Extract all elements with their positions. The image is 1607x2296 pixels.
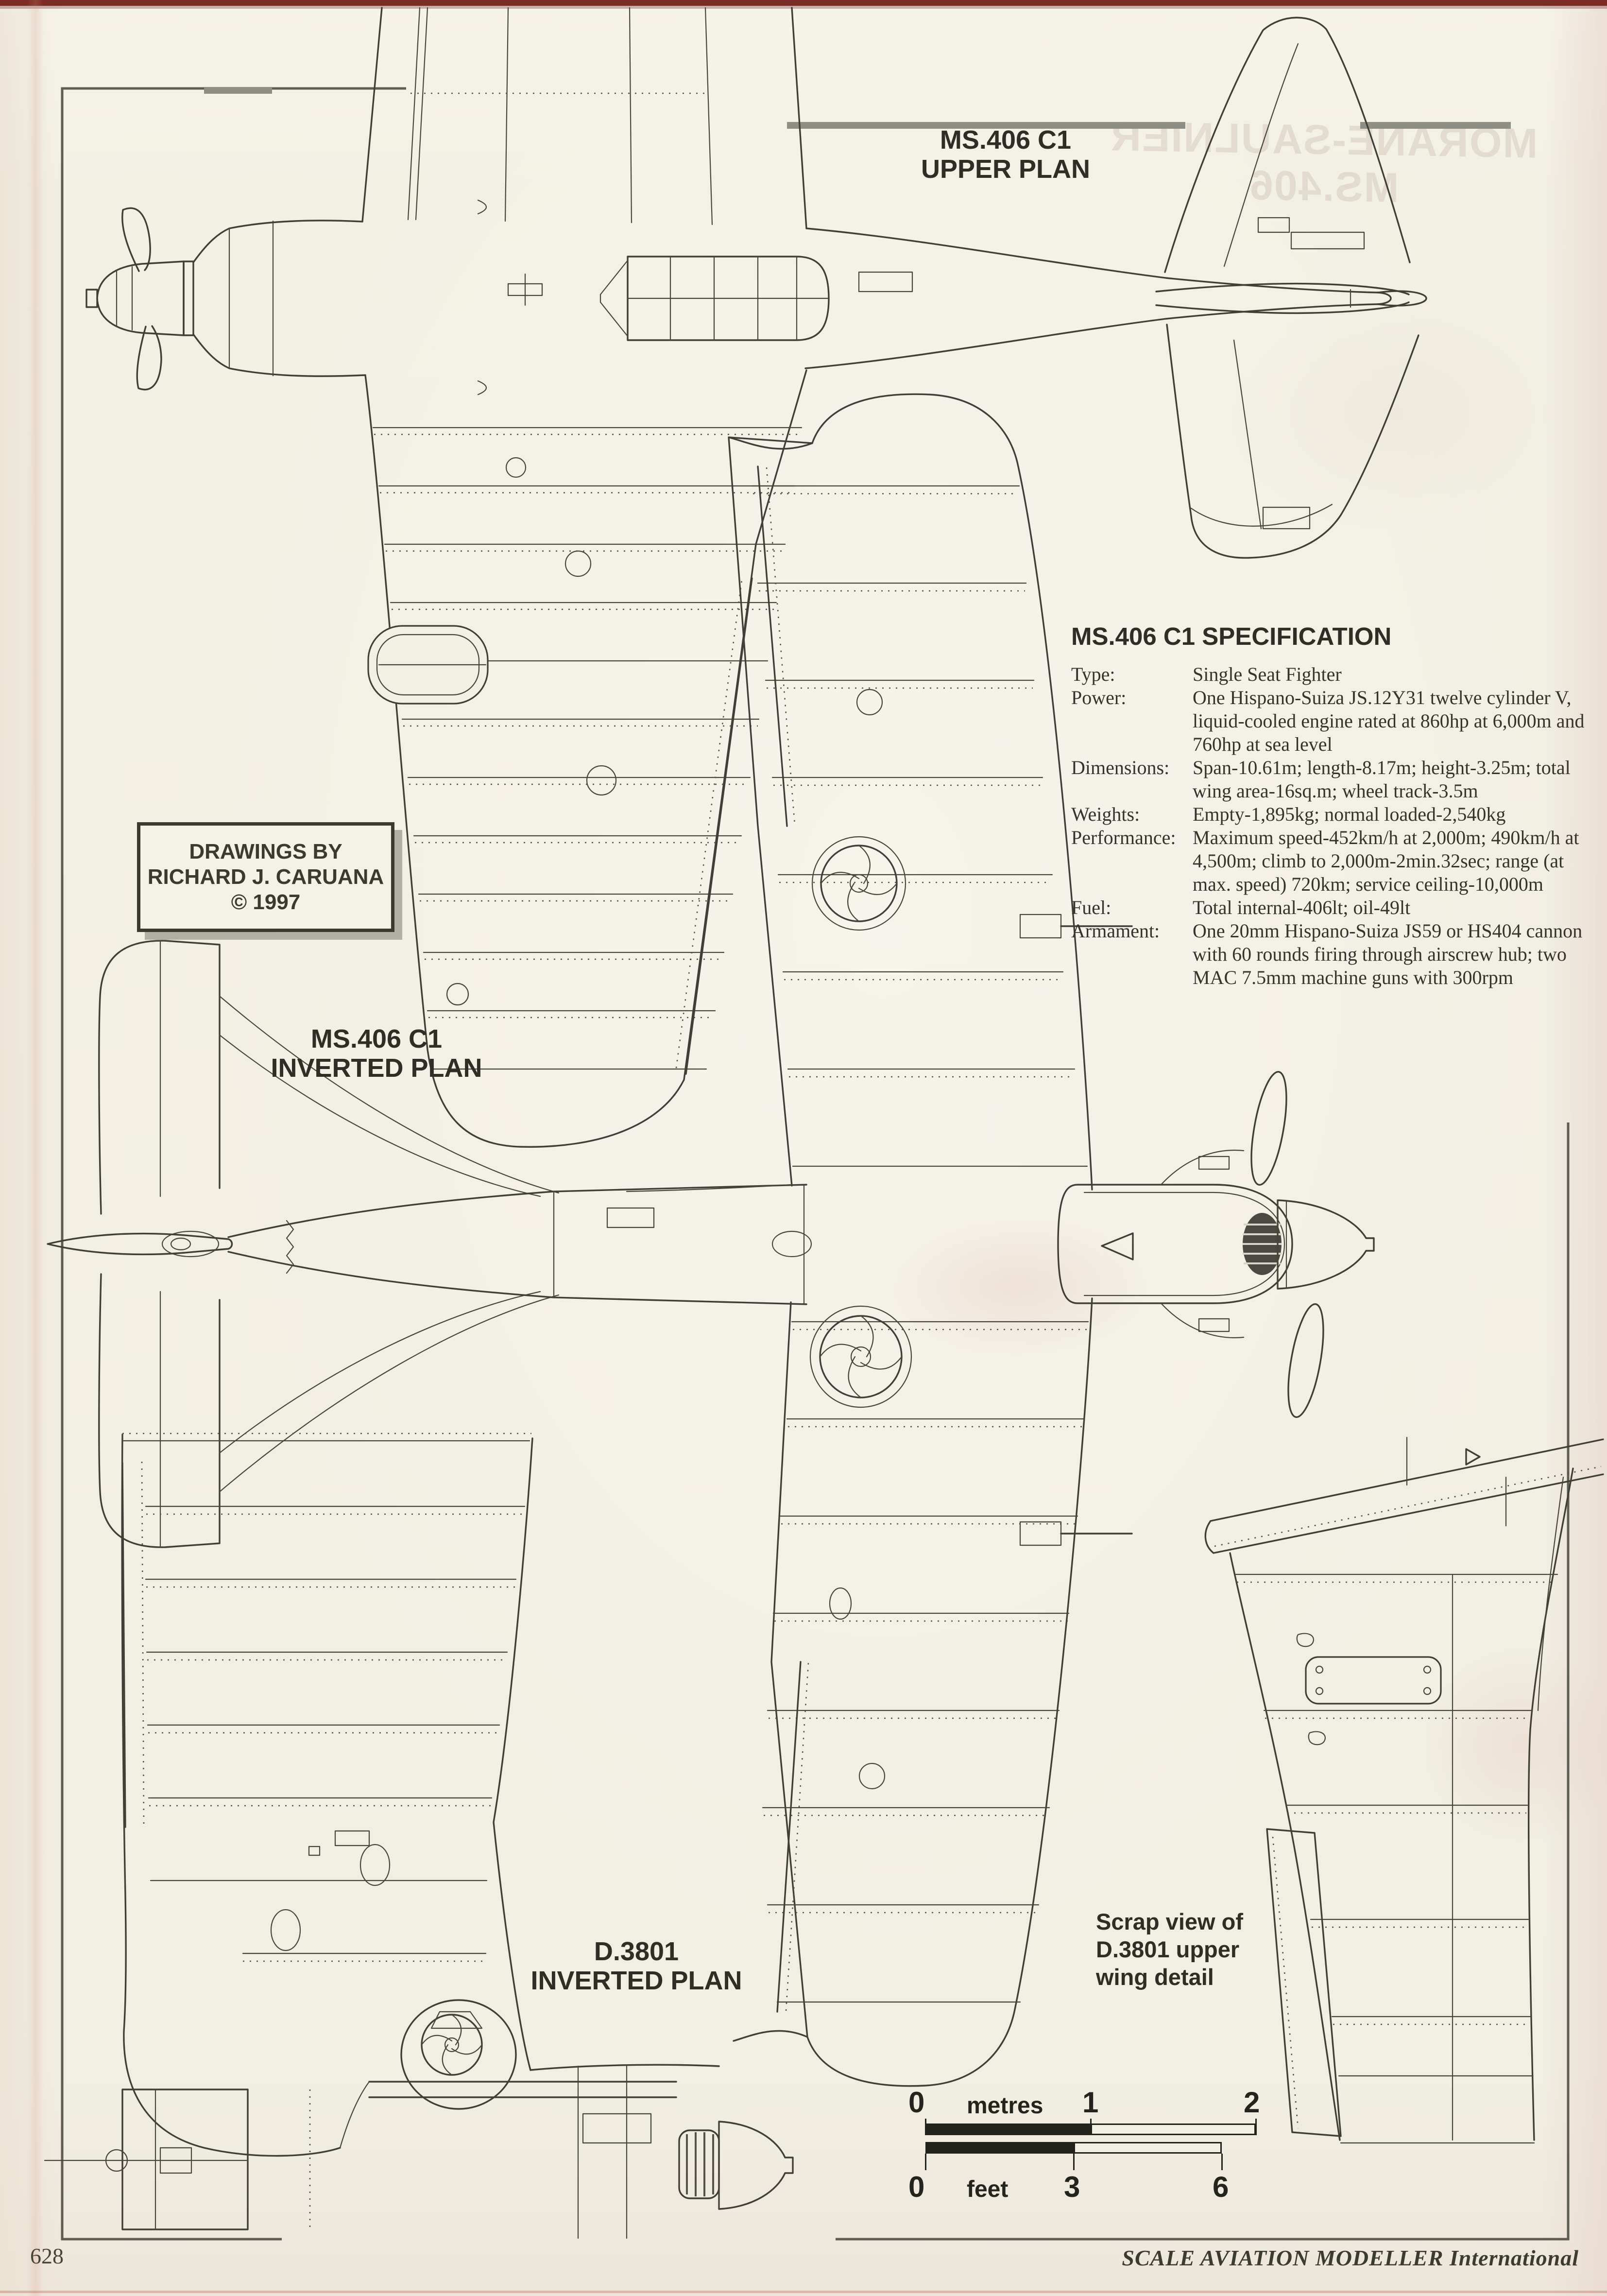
d3801-caption-line1: D.3801 xyxy=(594,1937,679,1966)
spec-row-label: Type: xyxy=(1071,663,1115,685)
scale-tick xyxy=(1073,2154,1075,2170)
spec-row: Type: Single Seat Fighter xyxy=(1071,663,1593,686)
spec-row: Fuel: Total internal-406lt; oil-49lt xyxy=(1071,896,1593,919)
spec-row-label: Performance: xyxy=(1071,827,1176,848)
credit-line3: © 1997 xyxy=(231,890,301,914)
inverted-plan-caption: MS.406 C1 INVERTED PLAN xyxy=(233,1024,520,1083)
scan-top-edge-soft xyxy=(0,6,1607,9)
spec-row-value: Single Seat Fighter xyxy=(1193,663,1342,685)
scale-bar: 0 metres 1 2 0 feet 3 6 xyxy=(904,2081,1292,2217)
scale-metres-bar-solid xyxy=(925,2123,1091,2135)
inverted-plan-caption-line1: MS.406 C1 xyxy=(310,1024,443,1053)
scale-feet-bar-open xyxy=(1074,2142,1222,2154)
inverted-nose xyxy=(1057,1070,1375,1418)
spec-row: Performance: Maximum speed-452km/h at 2,0… xyxy=(1071,826,1593,896)
inverted-starboard-wing xyxy=(733,1297,1133,2087)
inverted-tail xyxy=(47,940,560,1548)
spec-row-label: Weights: xyxy=(1071,803,1140,825)
page-frame xyxy=(61,87,1570,2241)
upper-port-wing xyxy=(364,199,807,1148)
specification-block: MS.406 C1 SPECIFICATION Type: Single Seat… xyxy=(1071,623,1593,989)
spec-row: Weights: Empty-1,895kg; normal loaded-2,5… xyxy=(1071,803,1593,826)
scrap-caption-line1: Scrap view of xyxy=(1096,1909,1243,1934)
spec-row-label: Fuel: xyxy=(1071,897,1111,918)
page-number: 628 xyxy=(30,2244,64,2268)
scrap-view-caption: Scrap view of D.3801 upper wing detail xyxy=(1096,1908,1319,1991)
scrap-view-drawing xyxy=(1204,1436,1604,2144)
d3801-nose xyxy=(339,2064,794,2239)
scale-tick xyxy=(925,2154,926,2170)
scale-metres-label: metres xyxy=(967,2093,1043,2119)
scale-tick xyxy=(1221,2154,1223,2170)
spec-row-value: Maximum speed-452km/h at 2,000m; 490km/h… xyxy=(1193,827,1579,895)
specification-title: MS.406 C1 SPECIFICATION xyxy=(1071,622,1392,650)
d3801-caption-line2: INVERTED PLAN xyxy=(530,1966,742,1995)
scrap-caption-line2: D.3801 upper xyxy=(1096,1936,1240,1962)
d3801-detail-box xyxy=(44,2089,311,2230)
d3801-wheel xyxy=(400,1999,517,2110)
spec-row-value: Empty-1,895kg; normal loaded-2,540kg xyxy=(1193,803,1506,825)
scan-top-edge xyxy=(0,0,1607,6)
inverted-port-wing xyxy=(626,393,1133,1192)
upper-prop-blade xyxy=(121,207,151,272)
d3801-caption: D.3801 INVERTED PLAN xyxy=(491,1937,782,1995)
credit-line2: RICHARD J. CARUANA xyxy=(147,865,384,889)
scale-metres-1: 1 xyxy=(1082,2086,1099,2119)
inverted-plan-drawing xyxy=(47,393,1375,2087)
spec-row-value: Total internal-406lt; oil-49lt xyxy=(1193,897,1411,918)
spec-row: Power: One Hispano-Suiza JS.12Y31 twelve … xyxy=(1071,686,1593,756)
spec-row-label: Dimensions: xyxy=(1071,757,1170,778)
scale-feet-label: feet xyxy=(967,2176,1009,2202)
upper-canopy xyxy=(599,256,830,341)
scale-feet-0: 0 xyxy=(908,2171,925,2203)
upper-plan-caption-line2: UPPER PLAN xyxy=(921,155,1091,184)
credit-box: DRAWINGS BY RICHARD J. CARUANA © 1997 xyxy=(137,822,394,932)
scan-bottom-edge xyxy=(0,2291,1607,2293)
upper-plan-drawing xyxy=(85,7,1427,1148)
scale-feet-3: 3 xyxy=(1064,2171,1080,2203)
upper-plan-caption: MS.406 C1 UPPER PLAN xyxy=(870,125,1142,184)
spec-row-label: Armament: xyxy=(1071,920,1160,942)
upper-tail xyxy=(1155,17,1427,559)
upper-rudder xyxy=(1377,290,1427,307)
inverted-plan-caption-line2: INVERTED PLAN xyxy=(271,1053,482,1083)
journal-title: SCALE AVIATION MODELLER International xyxy=(1122,2245,1579,2270)
spec-row-value: One Hispano-Suiza JS.12Y31 twelve cylind… xyxy=(1193,687,1585,755)
credit-line1: DRAWINGS BY xyxy=(189,840,342,863)
scale-metres-2: 2 xyxy=(1244,2086,1260,2119)
scale-metres-bar-open xyxy=(1091,2123,1256,2135)
spec-row-value: Span-10.61m; length-8.17m; height-3.25m;… xyxy=(1193,757,1571,802)
scale-tick xyxy=(1255,2119,1257,2135)
spec-row-label: Power: xyxy=(1071,687,1127,708)
upper-spinner-tip xyxy=(85,289,98,308)
spec-row: Armament: One 20mm Hispano-Suiza JS59 or … xyxy=(1071,919,1593,989)
scale-feet-6: 6 xyxy=(1213,2171,1229,2203)
upper-plan-caption-line1: MS.406 C1 xyxy=(940,125,1072,155)
upper-starboard-wing xyxy=(361,7,807,229)
scale-metres-0: 0 xyxy=(908,2086,925,2119)
upper-prop-blade xyxy=(136,325,162,391)
spec-row-value: One 20mm Hispano-Suiza JS59 or HS404 can… xyxy=(1193,920,1583,988)
d3801-drawing xyxy=(44,1433,794,2239)
scan-left-tint xyxy=(27,0,44,2296)
scale-feet-bar-solid xyxy=(925,2142,1074,2154)
spec-row: Dimensions: Span-10.61m; length-8.17m; he… xyxy=(1071,756,1593,803)
scrap-caption-line3: wing detail xyxy=(1096,1964,1214,1990)
